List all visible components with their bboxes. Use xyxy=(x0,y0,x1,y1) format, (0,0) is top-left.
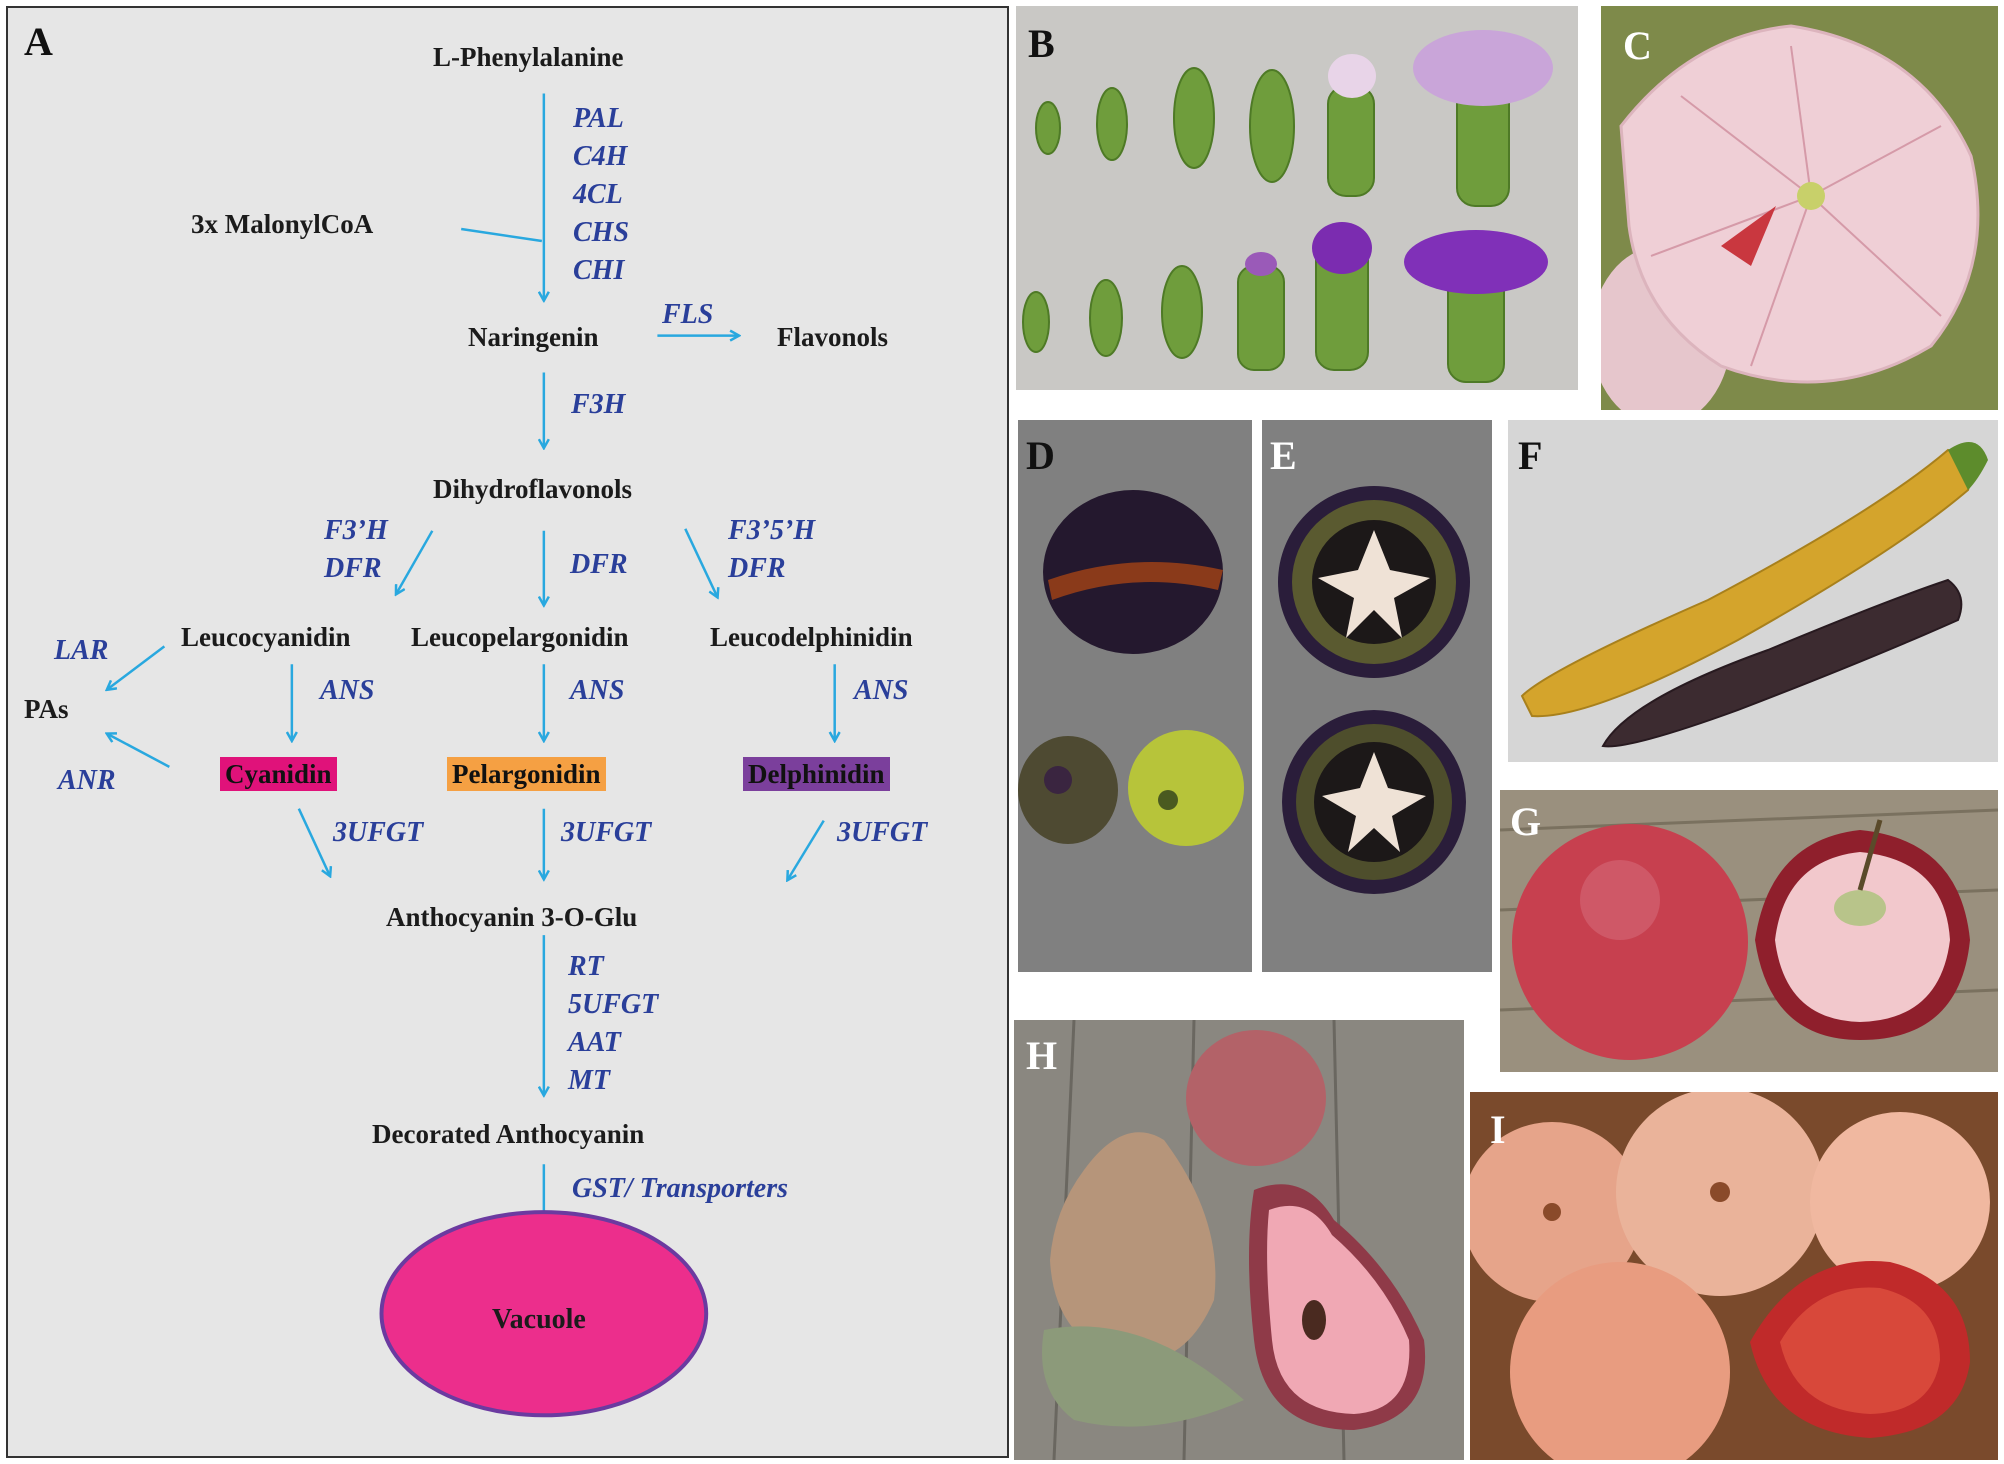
arrow-leucocyanidin-to-pas xyxy=(108,645,166,689)
leucocyanidin-label: Leucocyanidin xyxy=(181,622,351,652)
ans-left-label: ANS xyxy=(320,675,375,706)
ans-right-label: ANS xyxy=(854,675,909,706)
l-phenylalanine-label: L-Phenylalanine xyxy=(433,42,624,72)
f35h-dfr-right-label: F3’5’H DFR xyxy=(728,515,816,584)
f3h-dfr-left-label: F3’H DFR xyxy=(324,515,388,584)
panel-e-letter: E xyxy=(1270,433,1297,478)
early-enzymes-label: PAL C4H 4CL CHS CHI xyxy=(573,103,630,286)
ufgt-left-label: 3UFGT xyxy=(333,817,424,848)
vacuole-shape xyxy=(379,1210,709,1418)
panel-c-petunia-photo: C xyxy=(1601,6,1998,410)
panel-i-peach-photo: I xyxy=(1470,1092,1998,1460)
panel-h-pear-photo: H xyxy=(1014,1020,1464,1460)
vacuole-label: Vacuole xyxy=(492,1304,586,1335)
panel-i-letter: I xyxy=(1490,1107,1506,1152)
panel-d-letter: D xyxy=(1026,433,1055,478)
panel-f-letter: F xyxy=(1518,433,1543,478)
gst-transporters-label: GST/ Transporters xyxy=(572,1173,789,1204)
dfr-mid-label: DFR xyxy=(570,549,628,580)
panel-a-letter: A xyxy=(24,19,53,64)
late-enzymes-label: RT 5UFGT AAT MT xyxy=(568,951,659,1096)
ufgt-mid-label: 3UFGT xyxy=(561,817,652,848)
pathway-arrows xyxy=(8,93,1007,1418)
fls-label: FLS xyxy=(662,299,714,330)
ans-mid-label: ANS xyxy=(570,675,625,706)
arrow-cyanidin-to-anthocyanin xyxy=(297,808,330,876)
leucodelphinidin-label: Leucodelphinidin xyxy=(710,622,913,652)
arrow-malonyl-join xyxy=(461,227,543,243)
flavonols-label: Flavonols xyxy=(777,322,889,352)
panel-a-pathway: A L-Phenylalanine xyxy=(6,6,1009,1458)
dihydroflavonols-label: Dihydroflavonols xyxy=(433,474,633,504)
panel-b-carnation-photo: B xyxy=(1016,6,1578,390)
anthocyanin-3-o-glu-label: Anthocyanin 3-O-Glu xyxy=(386,902,638,932)
arrow-dhf-to-leucocyanidin xyxy=(396,530,434,594)
leucopelargonidin-label: Leucopelargonidin xyxy=(411,622,629,652)
pelargonidin-box: Pelargonidin xyxy=(447,757,606,791)
ufgt-right-label: 3UFGT xyxy=(837,817,928,848)
naringenin-label: Naringenin xyxy=(468,322,599,352)
panel-e-tomato-sections-photo: E xyxy=(1262,420,1492,972)
panel-g-letter: G xyxy=(1510,799,1542,844)
anr-label: ANR xyxy=(58,765,116,796)
f3h-label: F3H xyxy=(571,389,626,420)
malonylcoa-label: 3x MalonylCoA xyxy=(191,209,374,239)
panel-h-letter: H xyxy=(1026,1033,1058,1078)
arrow-delphinidin-to-anthocyanin xyxy=(788,819,825,880)
arrow-cyanidin-to-pas xyxy=(108,734,170,768)
delphinidin-box: Delphinidin xyxy=(743,757,890,791)
cyanidin-box: Cyanidin xyxy=(220,757,337,791)
panel-c-letter: C xyxy=(1623,23,1652,68)
panel-b-letter: B xyxy=(1028,21,1055,66)
panel-d-tomato-photo: D xyxy=(1018,420,1252,972)
decorated-anthocyanin-label: Decorated Anthocyanin xyxy=(372,1119,645,1149)
panel-f-carrot-photo: F xyxy=(1508,420,1998,762)
panel-g-apple-photo: G xyxy=(1500,790,1998,1072)
lar-label: LAR xyxy=(54,635,109,666)
arrow-dhf-to-leucodelphinidin xyxy=(684,528,717,597)
pas-label: PAs xyxy=(24,694,69,724)
